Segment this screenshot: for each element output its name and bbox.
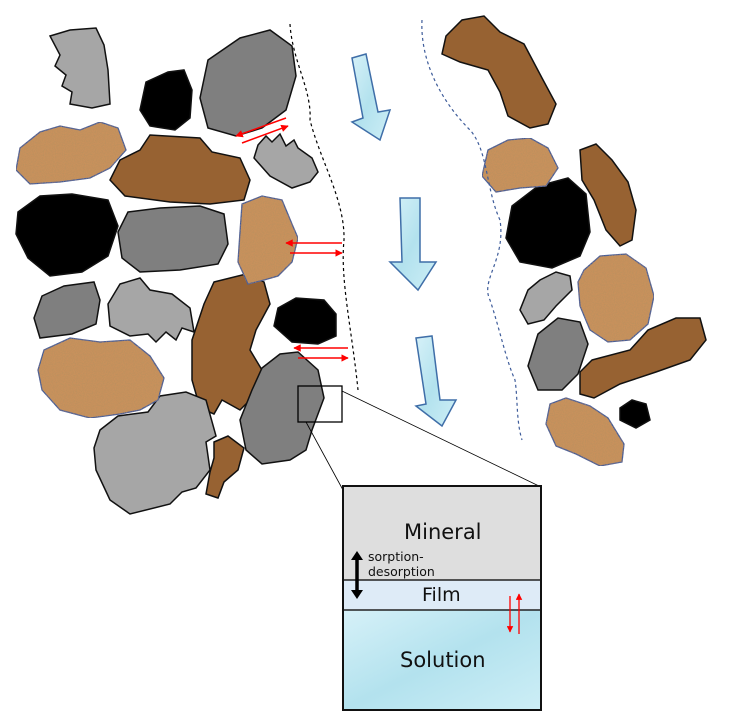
flow-arrow-icon (350, 53, 392, 142)
film-boundary-left (289, 23, 359, 391)
grain-brown (109, 134, 251, 205)
grain-sandy (545, 397, 625, 467)
grain-brown (205, 435, 245, 499)
inset-film-layer (343, 580, 541, 610)
grain-sandy (15, 121, 127, 185)
grain-light-gray (519, 271, 573, 325)
grain-dark-gray (33, 281, 101, 339)
exchange-arrow-icon (241, 124, 289, 144)
inset-frame (342, 485, 542, 711)
flow-arrow-icon (414, 335, 458, 428)
grain-light-gray (107, 277, 195, 344)
grain-dark-gray (199, 29, 297, 137)
grain-light-gray (48, 27, 111, 109)
grain-sandy (237, 195, 299, 285)
grain-black (273, 297, 337, 345)
sorption-desorption-arrow-icon (351, 551, 363, 599)
exchange-arrow-icon (235, 117, 287, 138)
film-boundary-right (421, 19, 523, 441)
inset-mineral-layer (343, 486, 541, 580)
grain-dark-gray (239, 351, 325, 465)
grain-black (505, 177, 591, 269)
grain-brown (441, 15, 557, 129)
grain-light-gray (253, 132, 319, 189)
zoom-region-box (297, 385, 343, 423)
grain-black (139, 69, 193, 131)
grain-black (15, 193, 119, 277)
grain-sandy (37, 337, 165, 419)
grain-sandy (481, 137, 559, 193)
grain-black (619, 399, 651, 429)
grain-brown (579, 143, 637, 247)
film-label: Film (422, 584, 461, 606)
grain-brown (579, 317, 707, 399)
flow-arrow-icon (388, 197, 438, 292)
sorption-desorption-label: sorption- desorption (368, 549, 435, 579)
grain-dark-gray (527, 317, 589, 391)
sorption-label-line2: desorption (368, 564, 435, 579)
sorption-label-line1: sorption- (368, 549, 424, 564)
grain-dark-gray (117, 205, 229, 273)
zoom-connector (305, 421, 344, 491)
mineral-label: Mineral (404, 520, 482, 544)
solution-label: Solution (400, 648, 486, 672)
zoom-connector (341, 390, 542, 488)
grain-sandy (577, 253, 655, 343)
